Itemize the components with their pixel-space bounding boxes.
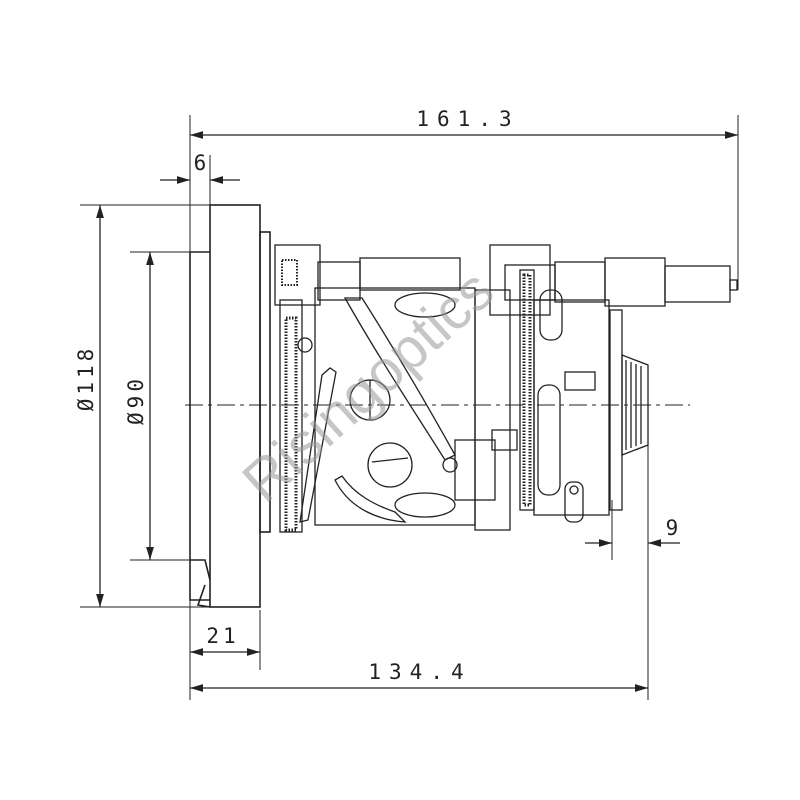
watermark: Risingoptics [230, 257, 506, 515]
front-gear-ring [274, 244, 321, 533]
label-flange-thickness: 21 [206, 624, 239, 648]
extension-lines [80, 115, 739, 700]
focus-section [474, 244, 610, 531]
label-outer-diameter: Ø118 [74, 345, 98, 412]
label-flange-step: 6 [194, 151, 207, 175]
label-mount-diameter: Ø90 [124, 375, 148, 425]
mount-flange [189, 204, 271, 608]
rear-motor [554, 257, 738, 307]
label-overall-length: 161.3 [416, 107, 519, 131]
rear-connector [609, 309, 649, 511]
label-rear-offset: 9 [666, 516, 679, 540]
label-body-length: 134.4 [368, 660, 471, 684]
